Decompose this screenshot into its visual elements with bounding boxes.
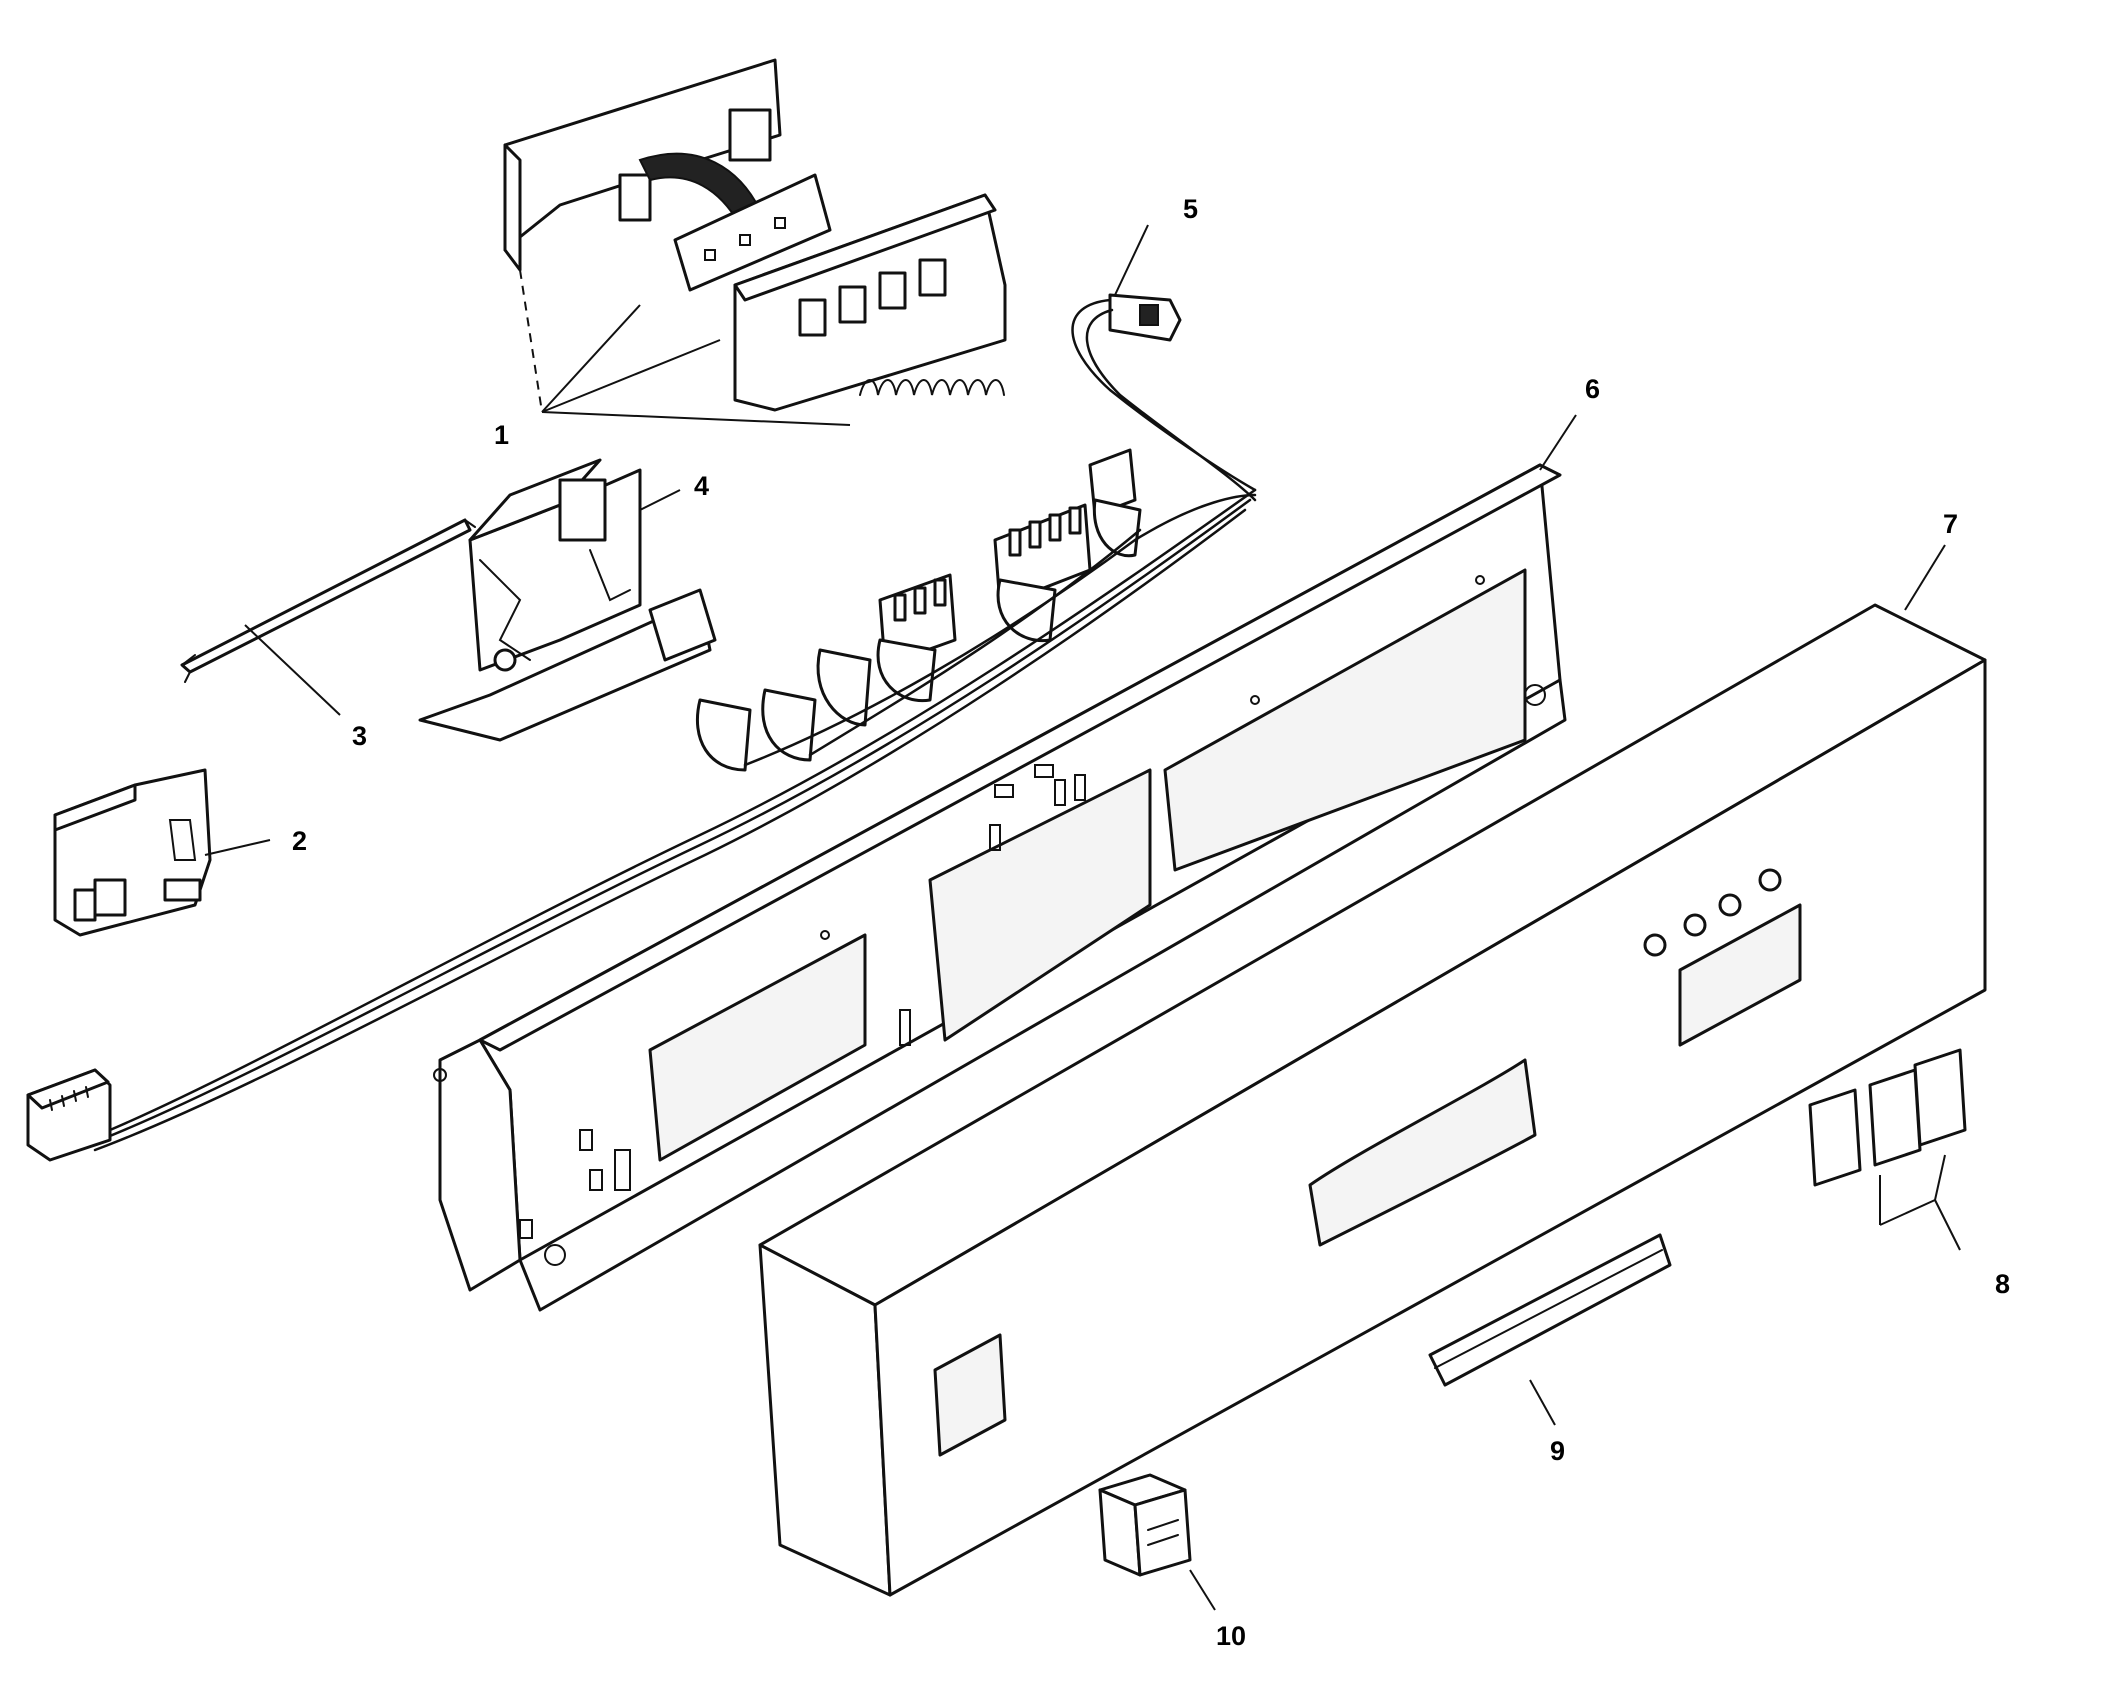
part-1-control-module[interactable]	[503, 58, 1007, 426]
part-9-handle[interactable]	[1428, 1233, 1672, 1387]
callout-7: 7	[1943, 509, 1958, 539]
part-3-rod[interactable]	[180, 518, 476, 683]
callout-10: 10	[1216, 1621, 1246, 1651]
callout-3: 3	[352, 721, 367, 751]
callout-6: 6	[1585, 374, 1600, 404]
callout-5: 5	[1183, 194, 1198, 224]
callout-8: 8	[1995, 1269, 2010, 1299]
callout-labels: 1 2 3 4 5 6 7 8 9 10	[292, 194, 2010, 1651]
callout-2: 2	[292, 826, 307, 856]
callout-1: 1	[494, 420, 509, 450]
part-8-push-buttons[interactable]	[1808, 1048, 1967, 1251]
part-2-switch[interactable]	[53, 768, 212, 937]
part-10-cap[interactable]	[1098, 1473, 1192, 1577]
callout-9: 9	[1550, 1436, 1565, 1466]
part-6-inner-panel[interactable]	[433, 463, 1567, 1312]
part-7-outer-panel[interactable]	[758, 603, 1987, 1597]
part-5-wire-harness[interactable]	[26, 293, 1257, 1162]
callout-leaders	[204, 224, 1946, 1611]
callout-4: 4	[694, 471, 709, 501]
part-4-latch-assembly[interactable]	[418, 458, 717, 742]
